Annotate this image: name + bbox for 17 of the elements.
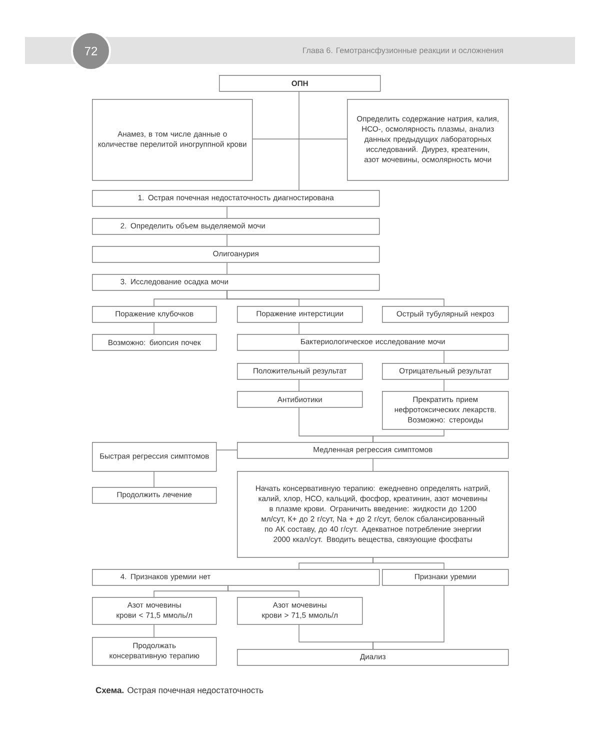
connector-line bbox=[298, 350, 300, 364]
connector-line bbox=[298, 322, 300, 334]
connector-line bbox=[372, 458, 374, 472]
running-header: Глава 6. Гемотрансфузионные реакции и осложнения bbox=[303, 47, 503, 55]
page-number: 72 bbox=[71, 31, 111, 71]
connector-line bbox=[252, 138, 348, 140]
connector-line bbox=[226, 206, 228, 218]
connector-line bbox=[228, 585, 300, 598]
connector-line bbox=[298, 91, 300, 190]
caption: Схема. Острая почечная недостаточность bbox=[96, 687, 264, 695]
connector-line bbox=[226, 262, 228, 274]
connector-line bbox=[226, 234, 228, 246]
connector-line bbox=[372, 429, 444, 442]
connector-line bbox=[298, 379, 300, 392]
connector-line bbox=[372, 585, 444, 650]
connector-line bbox=[226, 290, 444, 306]
connector-line bbox=[372, 557, 444, 570]
